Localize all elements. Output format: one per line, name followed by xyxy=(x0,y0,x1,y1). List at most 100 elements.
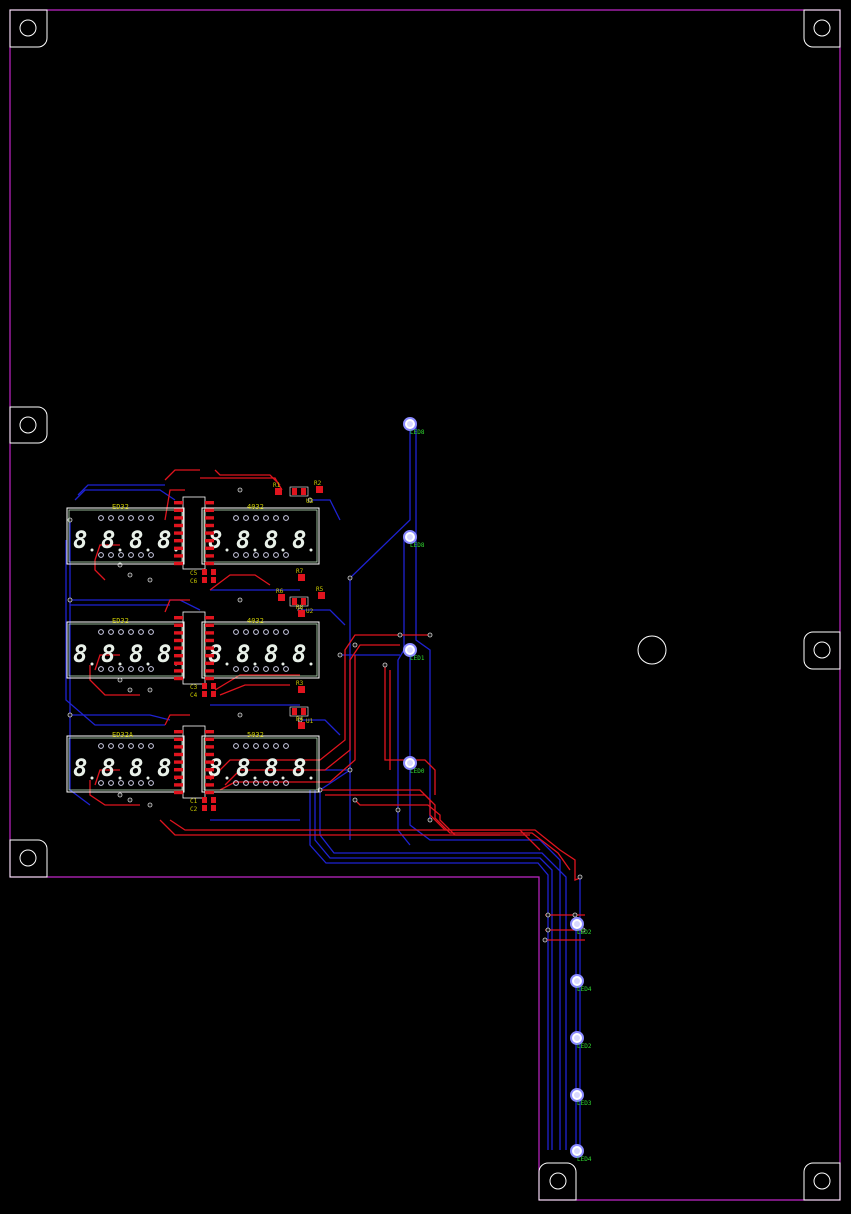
smd-pad xyxy=(174,752,183,757)
display-pin xyxy=(138,666,144,672)
ic-footprint-3 xyxy=(174,725,214,799)
smd-pad xyxy=(205,730,214,734)
resistor-label: R4 xyxy=(296,716,304,723)
decimal-point xyxy=(309,776,313,780)
decimal-point xyxy=(90,662,94,666)
display-pin xyxy=(98,780,104,786)
decimal-point xyxy=(253,776,257,780)
smd-pad xyxy=(205,631,214,635)
led-led-a: LED8 xyxy=(403,417,425,436)
digit-glyph: 8 xyxy=(101,526,115,554)
smd-pad xyxy=(205,790,214,795)
decimal-point xyxy=(281,548,285,552)
display-pin xyxy=(98,666,104,672)
display-label: 5032 xyxy=(247,731,264,739)
smd-pad xyxy=(205,760,214,764)
display-pin xyxy=(118,552,124,558)
decimal-point xyxy=(309,662,313,666)
smd-pad xyxy=(205,531,214,535)
display-pin xyxy=(243,552,249,558)
display-pin xyxy=(283,780,289,786)
digit-glyph: 8 xyxy=(292,640,306,668)
display-pin xyxy=(148,629,154,635)
smd-pad xyxy=(205,654,214,658)
capacitor-label: C4 xyxy=(190,692,198,699)
decimal-point xyxy=(281,776,285,780)
bottom-copper-traces xyxy=(65,424,581,1150)
smd-pad xyxy=(205,546,214,550)
display-pin xyxy=(263,780,269,786)
display-pin xyxy=(108,666,114,672)
transistor-u3: U3 xyxy=(289,486,314,505)
smd-pad xyxy=(174,745,183,749)
smd-pad xyxy=(174,623,183,627)
digit-glyph: 8 xyxy=(264,640,278,668)
resistor-r8: R8 xyxy=(296,604,305,617)
digit-glyph: 8 xyxy=(157,640,171,668)
led-led-c: LED1 xyxy=(403,643,425,662)
smd-pad xyxy=(174,508,183,512)
smd-pad xyxy=(205,745,214,749)
display-pin xyxy=(233,629,239,635)
display-pin xyxy=(273,515,279,521)
transistor-label: U2 xyxy=(306,608,314,615)
display-pin xyxy=(263,666,269,672)
smd-pad xyxy=(174,737,183,741)
digit-glyph: 8 xyxy=(157,754,171,782)
decimal-point xyxy=(118,776,122,780)
display-label: ED32A xyxy=(112,731,134,739)
display-pin xyxy=(148,552,154,558)
smd-pad xyxy=(205,661,214,665)
mounting-hole-bottom-right xyxy=(803,1162,841,1201)
digit-glyph: 8 xyxy=(129,754,143,782)
display-pin xyxy=(108,515,114,521)
digit-glyph: 8 xyxy=(101,754,115,782)
digit-glyph: 8 xyxy=(73,640,87,668)
smd-pad xyxy=(174,783,183,787)
smd-pad xyxy=(174,661,183,665)
led-label: LED4 xyxy=(577,986,592,993)
led-label: LED1 xyxy=(410,655,425,662)
decimal-point xyxy=(118,662,122,666)
mounting-hole-center xyxy=(637,635,667,665)
smd-pad xyxy=(205,638,214,643)
smd-pad xyxy=(205,752,214,757)
display-pin xyxy=(253,743,259,749)
display-label: 4032 xyxy=(247,617,264,625)
display-pin xyxy=(108,629,114,635)
capacitor-c3: C3 xyxy=(190,683,216,691)
display-pin xyxy=(118,515,124,521)
display-pin xyxy=(128,666,134,672)
decimal-point xyxy=(146,776,150,780)
smd-pad xyxy=(174,676,183,681)
led-led-e: LED2 xyxy=(570,917,592,936)
display-pin xyxy=(108,780,114,786)
display-pin xyxy=(138,780,144,786)
resistor-label: R8 xyxy=(296,604,304,611)
display-pin xyxy=(118,743,124,749)
display-pin xyxy=(138,515,144,521)
led-led-d: LED0 xyxy=(403,756,425,775)
smd-pad xyxy=(174,790,183,795)
smd-pad xyxy=(174,654,183,658)
display-pin xyxy=(128,780,134,786)
resistor-r4: R4 xyxy=(296,716,305,729)
digit-glyph: 8 xyxy=(129,640,143,668)
transistor-u2: U2 xyxy=(289,596,314,615)
smd-pad xyxy=(174,730,183,734)
decimal-point xyxy=(281,662,285,666)
display-pin xyxy=(263,629,269,635)
display-pin xyxy=(138,552,144,558)
transistor-label: U1 xyxy=(306,718,314,725)
smd-pad xyxy=(205,783,214,787)
display-pin xyxy=(98,629,104,635)
display-pin xyxy=(148,515,154,521)
decimal-point xyxy=(225,548,229,552)
mounting-hole-right-mid xyxy=(803,631,841,670)
digit-glyph: 8 xyxy=(129,526,143,554)
resistor-r5: R5 xyxy=(316,586,325,599)
display-label: 4032 xyxy=(247,503,264,511)
